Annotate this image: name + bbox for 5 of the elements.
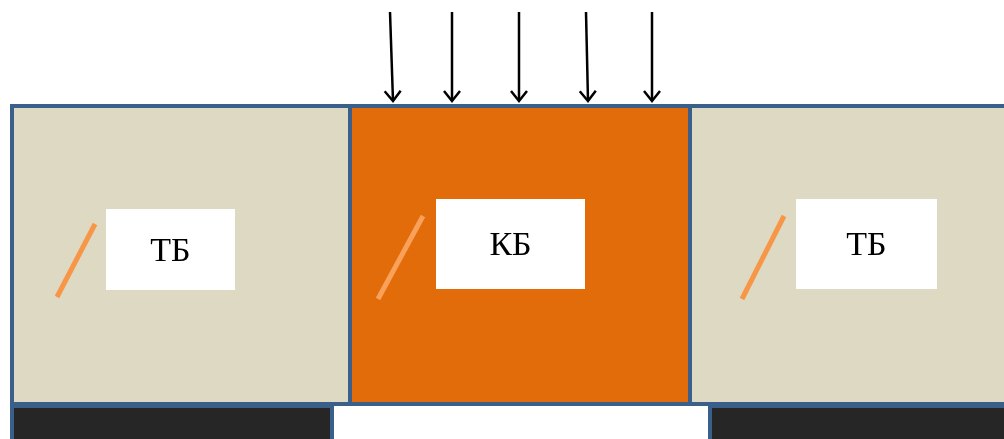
support-bar: [708, 404, 1004, 439]
block-label: ТБ: [796, 199, 937, 289]
block-label: ТБ: [106, 209, 235, 290]
support-bar: [10, 404, 334, 439]
block-label: КБ: [436, 199, 585, 289]
